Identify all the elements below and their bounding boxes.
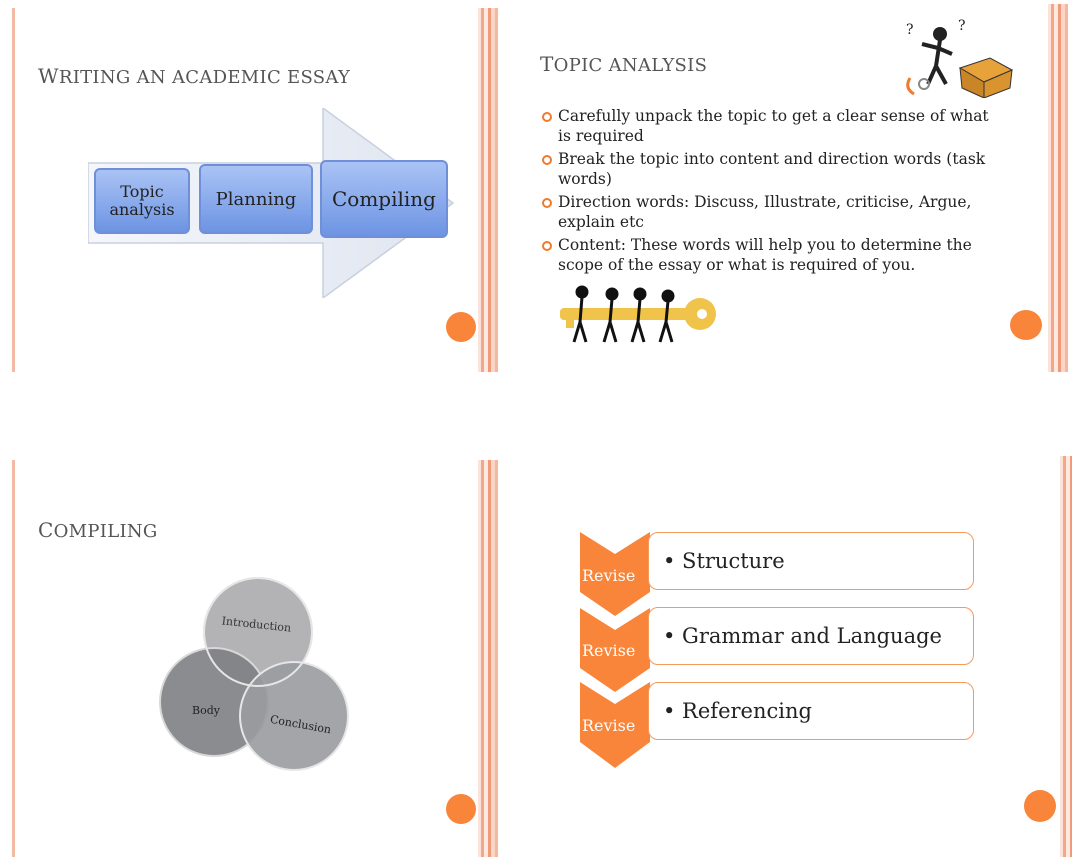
bullet-item: Break the topic into content and directi… bbox=[542, 149, 1002, 189]
step-compiling: Compiling bbox=[320, 160, 448, 238]
revise-label: Revise bbox=[582, 716, 636, 735]
slide-writing-essay: WRITING AN ACADEMIC ESSAY Topic analysis… bbox=[8, 8, 504, 372]
slide-compiling: COMPILING Introduction Body Conclusion bbox=[8, 460, 504, 857]
slide-right-stripes bbox=[478, 8, 504, 372]
slide-title: COMPILING bbox=[38, 518, 158, 542]
orange-dot bbox=[446, 794, 476, 824]
orange-dot bbox=[446, 312, 476, 342]
revise-item-referencing: • Referencing bbox=[648, 682, 974, 740]
slide-left-border bbox=[12, 460, 15, 857]
revise-chevron bbox=[580, 682, 650, 768]
people-carrying-key-icon bbox=[560, 285, 716, 343]
slide-revise: Revise • Structure Revise • Grammar and … bbox=[512, 456, 1072, 857]
revise-label: Revise bbox=[582, 566, 636, 585]
revise-chevron bbox=[580, 532, 650, 616]
slide-topic-analysis: TOPIC ANALYSIS ? ? Carefully unpack the … bbox=[512, 4, 1072, 372]
slide-right-stripes bbox=[1048, 4, 1072, 372]
bullet-item: Content: These words will help you to de… bbox=[542, 235, 1002, 275]
svg-text:?: ? bbox=[958, 18, 966, 34]
revise-item-grammar: • Grammar and Language bbox=[648, 607, 974, 665]
orange-dot bbox=[1024, 790, 1056, 822]
step-planning: Planning bbox=[199, 164, 313, 234]
puzzled-figure-box-icon: ? ? bbox=[906, 18, 1014, 98]
revise-chevron bbox=[580, 608, 650, 692]
slide-right-stripes bbox=[478, 460, 504, 857]
bullet-list: Carefully unpack the topic to get a clea… bbox=[542, 106, 1002, 278]
orange-dot bbox=[1010, 310, 1042, 340]
revise-label: Revise bbox=[582, 641, 636, 660]
svg-text:?: ? bbox=[906, 22, 914, 38]
slide-left-border bbox=[12, 8, 15, 372]
revise-item-structure: • Structure bbox=[648, 532, 974, 590]
bullet-item: Direction words: Discuss, Illustrate, cr… bbox=[542, 192, 1002, 232]
venn-diagram: Introduction Body Conclusion bbox=[159, 577, 349, 771]
step-topic-analysis: Topic analysis bbox=[94, 168, 190, 234]
slide-right-stripes bbox=[1060, 456, 1072, 857]
bullet-item: Carefully unpack the topic to get a clea… bbox=[542, 106, 1002, 146]
venn-label-body: Body bbox=[192, 704, 221, 717]
slide-title: TOPIC ANALYSIS bbox=[540, 52, 708, 76]
slide-title: WRITING AN ACADEMIC ESSAY bbox=[38, 64, 351, 88]
